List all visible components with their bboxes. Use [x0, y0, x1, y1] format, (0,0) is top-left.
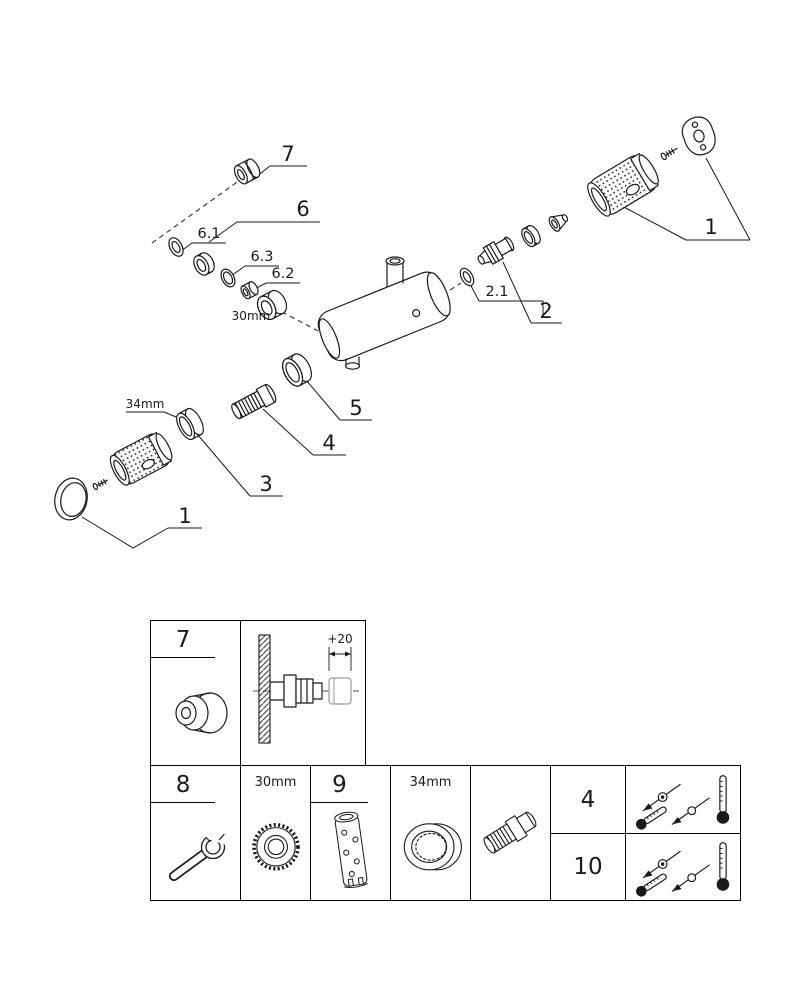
cell-ring-34mm: 34mm — [390, 765, 471, 901]
table-part9-number: 9 — [311, 766, 368, 803]
callout-6-1: 6.1 — [197, 226, 220, 242]
sleeve-tool-icon — [311, 803, 390, 900]
part-7-coupling — [233, 158, 261, 185]
install-dim-label: +20 — [327, 632, 352, 646]
part-4-adapter — [231, 383, 277, 420]
callout-2: 2 — [539, 299, 552, 323]
cell-adapter — [470, 765, 551, 901]
adapter-icon — [471, 766, 550, 900]
part-6-ring — [193, 252, 215, 276]
cell-part4-thermo — [625, 765, 741, 834]
part-3-ring — [176, 407, 204, 441]
callout-6-3: 6.3 — [250, 249, 273, 265]
cell-part9-tool: 9 — [310, 765, 391, 901]
part-1-right-cover — [587, 153, 659, 217]
part-1-right-flange — [681, 116, 716, 156]
thermo-check-icon — [626, 766, 740, 833]
table-part7-number: 7 — [151, 621, 216, 658]
part-6-1-oring — [168, 237, 184, 257]
thermostat-body — [317, 256, 451, 370]
table-30mm-label: 30mm — [254, 775, 297, 790]
callout-2-1: 2.1 — [485, 284, 508, 300]
part7-icon — [151, 658, 240, 765]
part-2-cartridge — [477, 236, 515, 265]
axis-dashed-lines — [151, 179, 462, 335]
cell-part10-label: 10 — [550, 833, 626, 901]
leader-lines — [81, 157, 751, 549]
callout-30mm: 30mm — [232, 309, 271, 323]
cell-part10-thermo — [625, 833, 741, 901]
table-part4-number: 4 — [580, 786, 596, 813]
part-ring-right — [521, 224, 541, 248]
part-check-valve — [548, 214, 569, 232]
part-1-left-cover — [109, 432, 173, 486]
cell-part7: 7 — [150, 620, 241, 766]
callout-1-right: 1 — [704, 215, 717, 239]
callout-1-left: 1 — [178, 504, 191, 528]
callout-5: 5 — [349, 396, 362, 420]
callout-4: 4 — [322, 431, 335, 455]
part-screw-left — [92, 479, 108, 491]
callout-7: 7 — [281, 142, 294, 166]
table-part8-number: 8 — [151, 766, 216, 803]
thermo-check-icon — [626, 834, 740, 900]
wrench-icon — [151, 803, 240, 900]
ring-34mm-icon — [391, 790, 470, 900]
callout-6-2: 6.2 — [271, 266, 294, 282]
callout-3: 3 — [259, 472, 272, 496]
part-2-1-oring — [459, 267, 475, 287]
nut-30mm-icon — [241, 790, 310, 900]
table-part10-number: 10 — [573, 854, 603, 880]
callout-6: 6 — [296, 197, 309, 221]
exploded-view-diagram: 7 6 6.1 6.3 6.2 30mm 2.1 2 1 5 4 3 34mm … — [54, 116, 751, 549]
cell-part4-label: 4 — [550, 765, 626, 834]
table-34mm-label: 34mm — [409, 775, 452, 790]
part-6-2-bush — [240, 281, 259, 300]
part-30mm-nut — [256, 289, 288, 321]
cell-part8-wrench: 8 — [150, 765, 241, 901]
cell-nut-30mm: 30mm — [240, 765, 311, 901]
part-screw-right — [660, 147, 678, 161]
part-6-3-washer — [220, 268, 236, 288]
part-escutcheon — [54, 477, 88, 521]
cell-install-detail: +20 — [240, 620, 366, 766]
callout-34mm: 34mm — [126, 397, 165, 411]
part-5-nut — [282, 353, 312, 387]
install-detail-icon: +20 — [241, 621, 365, 765]
